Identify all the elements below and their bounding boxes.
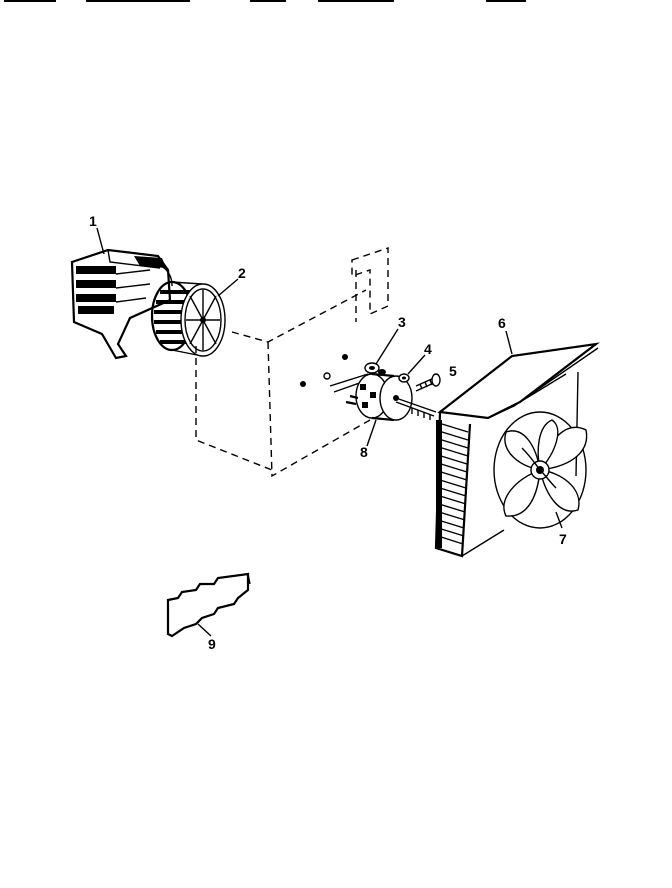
blower-wheel <box>150 280 226 357</box>
callout-9: 9 <box>208 636 216 652</box>
callout-7: 7 <box>559 531 567 547</box>
callout-6: 6 <box>498 315 506 331</box>
callout-1: 1 <box>89 213 97 229</box>
partition-panel-outline <box>195 247 389 478</box>
washer <box>398 373 410 383</box>
mounting-nut <box>364 362 386 375</box>
callout-5: 5 <box>449 363 457 379</box>
callout-8: 8 <box>360 444 368 460</box>
shroud-fins <box>437 423 469 545</box>
callout-2: 2 <box>238 265 246 281</box>
callout-3: 3 <box>398 314 406 330</box>
motor-bracket <box>166 572 251 638</box>
fan-motor <box>329 372 437 422</box>
panel-holes <box>300 354 348 387</box>
top-edge-marks <box>4 0 526 2</box>
fan-shroud <box>434 342 601 558</box>
screw <box>415 373 441 392</box>
callout-leaders <box>96 227 563 637</box>
callout-4: 4 <box>424 341 432 357</box>
blower-housing <box>70 248 173 360</box>
condenser-fan-blade <box>493 411 588 529</box>
